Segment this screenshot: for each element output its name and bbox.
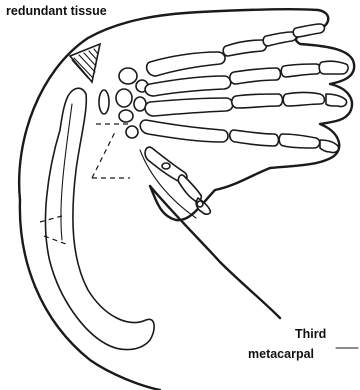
- finger-3-bones: [145, 93, 346, 117]
- forearm-bone: [45, 88, 154, 349]
- finger-4-bones: [140, 120, 338, 153]
- label-redundant-tissue: redundant tissue: [6, 4, 107, 18]
- label-third-metacarpal-line2: metacarpal: [248, 347, 314, 361]
- label-third-metacarpal-line1: Third: [295, 327, 326, 341]
- projection-line-diagonal: [92, 130, 116, 178]
